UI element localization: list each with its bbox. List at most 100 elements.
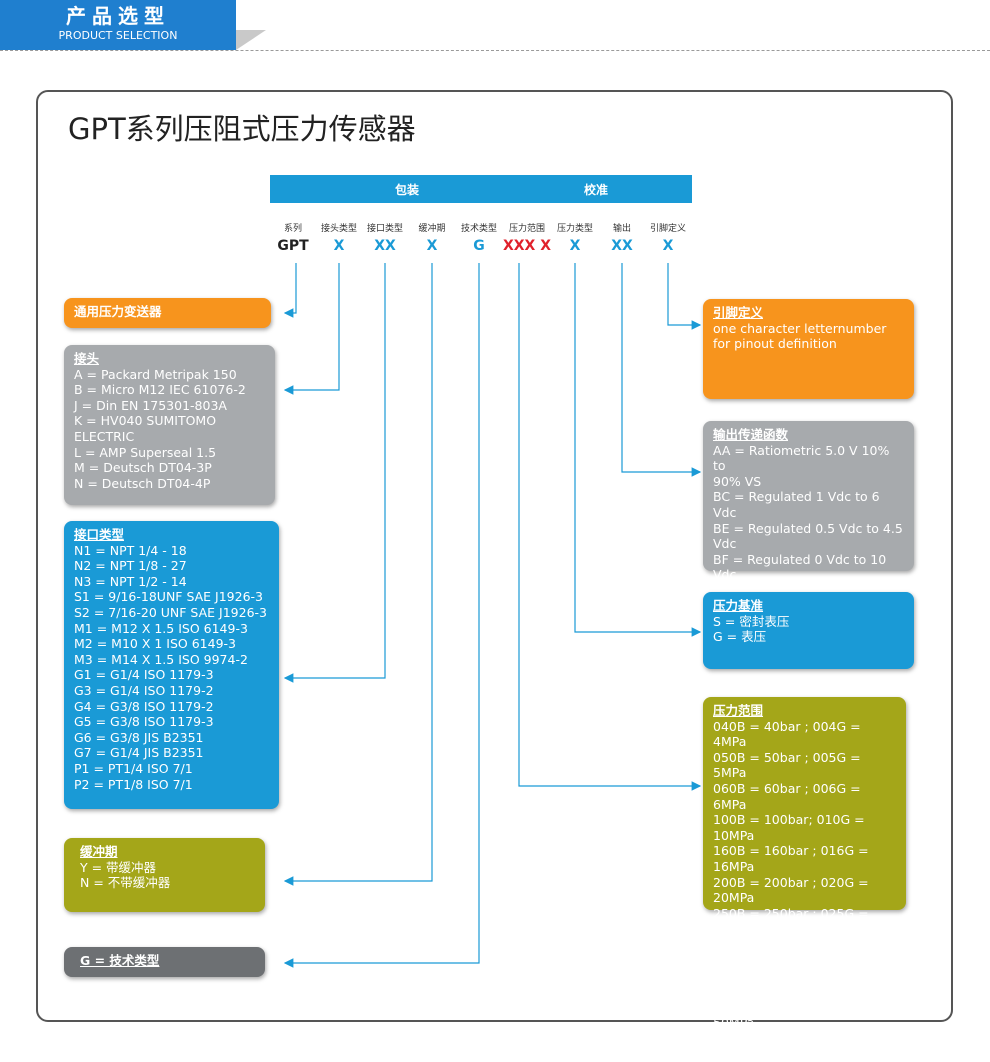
box-tech: G = 技术类型 xyxy=(64,947,265,977)
list-item: 500B = 500bar ; 050G = 50MPa xyxy=(713,999,869,1030)
list-item: N = 不带缓冲器 xyxy=(80,875,171,891)
line-prange xyxy=(518,263,702,791)
list-item: 040B = 40bar ; 004G = 4MPa xyxy=(713,718,861,750)
page-title: GPT系列压阻式压力传感器 xyxy=(68,112,416,146)
section-title-cn: 产品选型 xyxy=(66,4,170,28)
list-item: 250B = 250bar ; 025G = 25MPa xyxy=(713,905,869,937)
list-item: S1 = 9/16-18UNF SAE J1926-3 xyxy=(74,589,264,605)
code-label-series: 系列 xyxy=(283,224,302,234)
section-header-tab: 产品选型 PRODUCT SELECTION xyxy=(0,0,236,50)
selection-frame xyxy=(36,90,953,1022)
box-connector-title: 接头 xyxy=(74,351,100,366)
box-series: 通用压力变送器 xyxy=(64,298,271,328)
box-output: 输出传递函数 AA = Ratiometric 5.0 V 10% to 90%… xyxy=(703,421,914,598)
list-item: G7 = G1/4 JIS B2351 xyxy=(74,745,204,761)
list-item: one character letternumber xyxy=(713,320,887,336)
code-value-buffer: X xyxy=(426,238,438,254)
list-item: BC = Regulated 1 Vdc to 6 Vdc xyxy=(713,489,880,520)
list-item: AA = Ratiometric 5.0 V 10% to xyxy=(713,442,890,474)
box-port: 接口类型 N1 = NPT 1/4 - 18 N2 = NPT 1/8 - 27… xyxy=(64,521,279,809)
list-item: P1 = PT1/4 ISO 7/1 xyxy=(74,760,193,776)
box-ptype: 压力基准 S = 密封表压 G = 表压 xyxy=(703,592,914,669)
list-item: Vdc xyxy=(713,536,737,552)
connector-lines xyxy=(283,263,702,968)
list-item: S2 = 7/16-20 UNF SAE J1926-3 xyxy=(74,604,267,620)
list-item: 050B = 50bar ; 005G = 5MPa xyxy=(713,749,861,781)
box-connector: 接头 A = Packard Metripak 150 B = Micro M1… xyxy=(64,345,275,505)
section-title-en: PRODUCT SELECTION xyxy=(58,29,178,42)
list-item: for pinout definition xyxy=(713,336,837,352)
list-item: G1 = G1/4 ISO 1179-3 xyxy=(74,667,214,683)
code-value-prange-suffix: X xyxy=(540,238,552,254)
list-item: G6 = G3/8 JIS B2351 xyxy=(74,729,204,745)
code-value-ptype: X xyxy=(569,238,581,254)
code-label-connector: 接头类型 xyxy=(320,224,357,234)
code-label-ptype: 压力类型 xyxy=(556,224,593,234)
list-item: J = Din EN 175301-803A xyxy=(74,397,227,413)
list-item: 90% VS xyxy=(713,473,762,489)
list-item: 060B = 60bar ; 006G = 6MPa xyxy=(713,780,861,812)
code-header-bar: 包装 校准 xyxy=(270,175,692,203)
list-item: N3 = NPT 1/2 - 14 xyxy=(74,573,187,589)
line-pin xyxy=(667,263,702,330)
list-item: M3 = M14 X 1.5 ISO 9974-2 xyxy=(74,651,248,667)
list-item: 400B = 400bar ; 040G = 40MPa xyxy=(713,968,869,999)
line-port xyxy=(283,263,386,683)
bar-label-calibration: 校准 xyxy=(584,183,609,197)
list-item: ELECTRIC xyxy=(74,428,135,444)
list-item: P2 = PT1/8 ISO 7/1 xyxy=(74,776,193,792)
list-item: 600B = 600bar ; 060G = 60MPa xyxy=(713,1030,869,1062)
box-series-title: 通用压力变送器 xyxy=(74,304,162,319)
code-label-pin: 引脚定义 xyxy=(649,224,686,234)
box-pin: 引脚定义 one character letternumber for pino… xyxy=(703,299,914,399)
list-item: N1 = NPT 1/4 - 18 xyxy=(74,542,187,558)
list-item: G5 = G3/8 ISO 1179-3 xyxy=(74,714,214,730)
list-item: 350B = 350bar ; 035G = 35MPa xyxy=(713,936,869,968)
code-value-prange-group: XXX X xyxy=(502,238,552,254)
code-label-tech: 技术类型 xyxy=(460,224,497,234)
code-value-port: XX xyxy=(374,238,396,254)
list-item: S = 密封表压 xyxy=(713,613,790,629)
list-item: G3 = G1/4 ISO 1179-2 xyxy=(74,682,214,698)
code-label-prange: 压力范围 xyxy=(508,224,545,234)
list-item: Y = 带缓冲器 xyxy=(80,859,157,875)
box-pin-title: 引脚定义 xyxy=(713,305,764,320)
list-item: B = Micro M12 IEC 61076-2 xyxy=(74,382,246,398)
list-item: M1 = M12 X 1.5 ISO 6149-3 xyxy=(74,620,248,636)
box-port-title: 接口类型 xyxy=(74,527,125,542)
line-connector xyxy=(283,263,340,395)
line-output xyxy=(621,263,702,477)
header-divider xyxy=(0,50,990,51)
code-label-output: 输出 xyxy=(612,224,631,234)
list-item: G4 = G3/8 ISO 1179-2 xyxy=(74,698,214,714)
code-value-tech: G xyxy=(473,238,485,254)
line-buffer xyxy=(283,263,433,886)
box-tech-title: G = 技术类型 xyxy=(80,953,160,968)
bar-label-package: 包装 xyxy=(395,183,420,197)
header-notch xyxy=(236,30,266,50)
list-item: M = Deutsch DT04-3P xyxy=(74,460,212,476)
code-value-prange: XXX xyxy=(502,238,536,254)
code-value-pin: X xyxy=(662,238,674,254)
code-label-buffer: 缓冲期 xyxy=(418,224,446,234)
line-ptype xyxy=(574,263,702,637)
list-item: G = 表压 xyxy=(713,629,767,645)
box-ptype-title: 压力基准 xyxy=(713,598,764,613)
list-item: 160B = 160bar ; 016G = 16MPa xyxy=(713,843,869,874)
list-item: A = Packard Metripak 150 xyxy=(74,366,237,382)
line-series xyxy=(283,263,297,318)
code-value-series: GPT xyxy=(277,238,309,254)
box-buffer: 缓冲期 Y = 带缓冲器 N = 不带缓冲器 xyxy=(64,838,265,912)
list-item: 200B = 200bar ; 020G = 20MPa xyxy=(713,874,869,906)
list-item: N = Deutsch DT04-4P xyxy=(74,475,211,491)
list-item: N2 = NPT 1/8 - 27 xyxy=(74,558,187,574)
list-item: L = AMP Superseal 1.5 xyxy=(74,444,217,460)
box-output-title: 输出传递函数 xyxy=(713,427,789,442)
list-item: M2 = M10 X 1 ISO 6149-3 xyxy=(74,636,236,652)
line-tech xyxy=(283,263,480,968)
code-label-port: 接口类型 xyxy=(366,224,403,234)
list-item: BF = Regulated 0 Vdc to 10 Vdc xyxy=(713,551,887,583)
box-prange-title: 压力范围 xyxy=(713,703,764,718)
list-item: BE = Regulated 0.5 Vdc to 4.5 xyxy=(713,520,903,536)
box-buffer-title: 缓冲期 xyxy=(80,844,118,859)
